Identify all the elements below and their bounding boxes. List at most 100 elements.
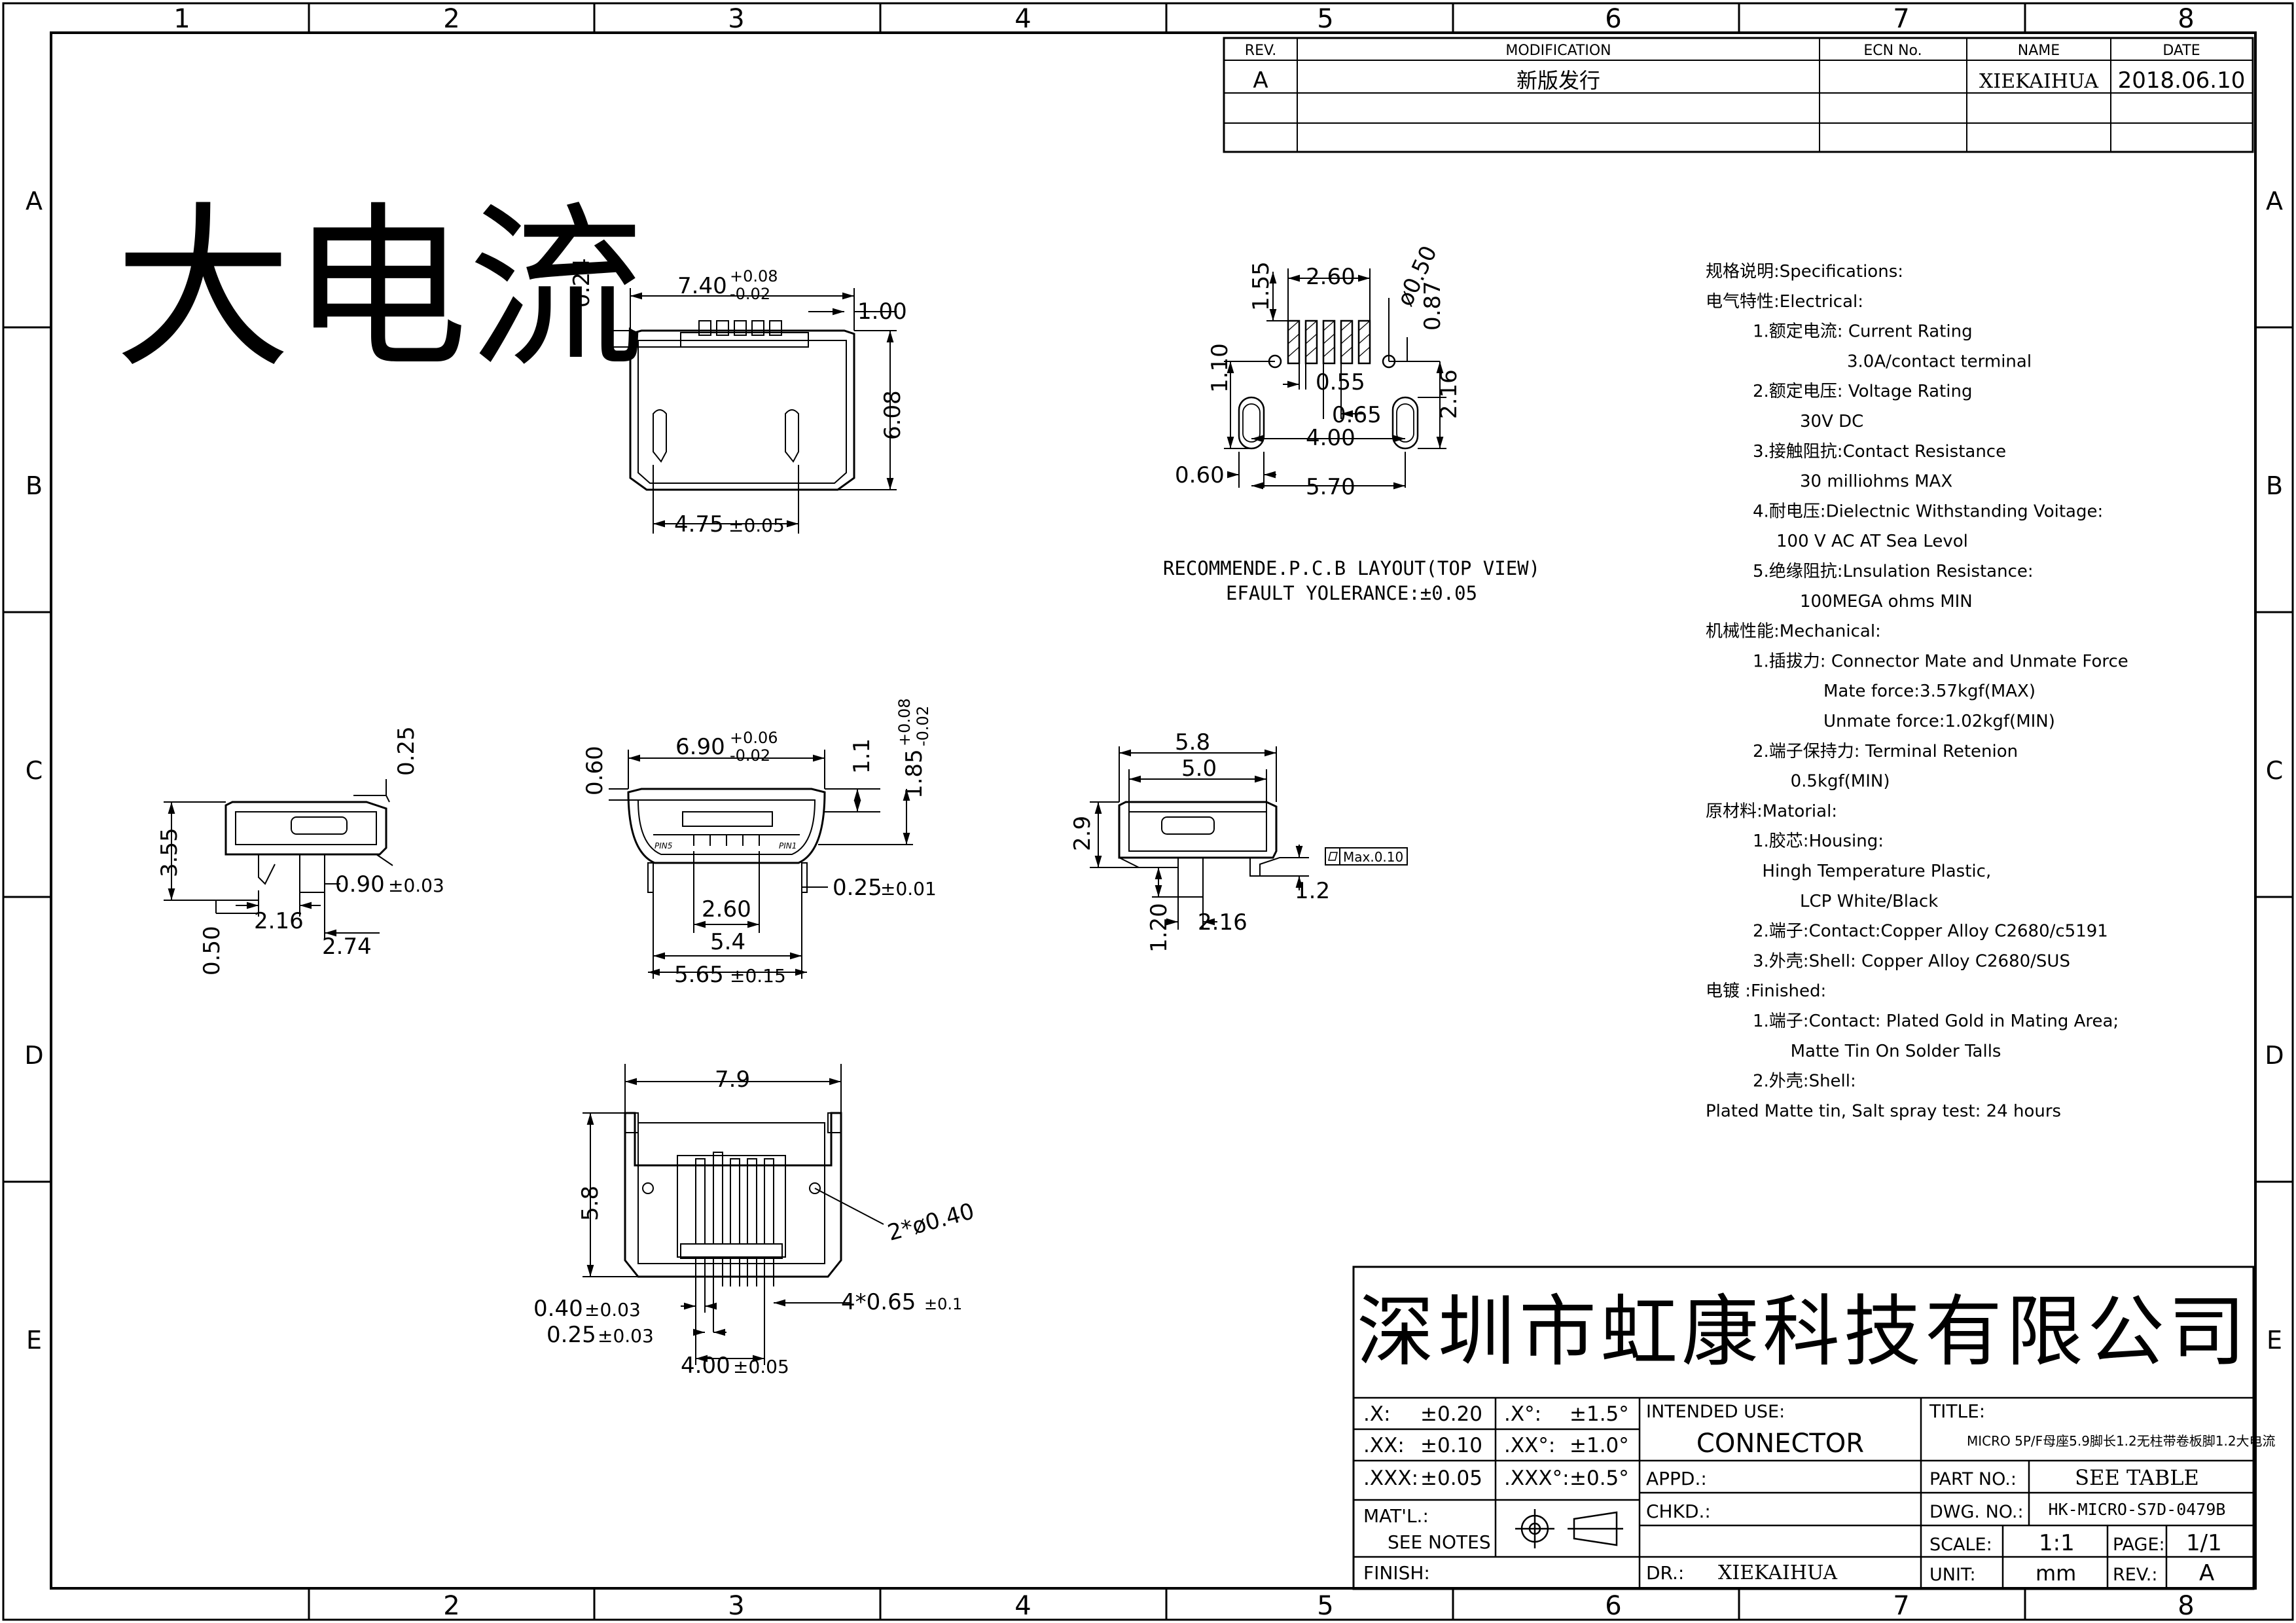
dim-0.25: 0.25	[393, 726, 420, 776]
dim-6.08: 6.08	[880, 390, 906, 440]
spec-line: 4.耐电压:Dielectnic Withstanding Voitage:	[1753, 501, 2103, 521]
spec-line: 电镀 :Finished:	[1706, 981, 1826, 1001]
pcb-caption-line1: RECOMMENDE.P.C.B LAYOUT(TOP VIEW)	[1163, 557, 1540, 579]
dim-4.75: 4.75	[674, 511, 724, 538]
holes-2xdia-0.40: 2*ø0.40	[885, 1198, 977, 1247]
spec-line: 电气特性:Electrical:	[1706, 292, 1863, 312]
date-value: 2018.06.10	[2118, 67, 2246, 94]
spec-line: LCP White/Black	[1800, 892, 1938, 911]
intended-use-label: INTENDED USE:	[1646, 1402, 1785, 1422]
tol-x-angle-key: .X°:	[1504, 1402, 1541, 1426]
tol-xxx-angle-value: ±0.5°	[1570, 1467, 1629, 1490]
dim-2.74: 2.74	[322, 934, 372, 960]
tol-4x0.65: ±0.1	[924, 1295, 962, 1313]
dim-2.16: 2.16	[1436, 369, 1462, 419]
dim-0.60: 0.60	[1175, 462, 1225, 488]
title-label: TITLE:	[1929, 1400, 1985, 1422]
dwg-no-label: DWG. NO.:	[1929, 1502, 2024, 1522]
col-label-4-bottom: 4	[1014, 1591, 1031, 1621]
part-no-label: PART NO.:	[1929, 1469, 2017, 1489]
intended-use-value: CONNECTOR	[1696, 1429, 1864, 1459]
row-label-a-right: A	[2266, 187, 2283, 215]
dim-7.40: 7.40	[677, 273, 727, 299]
dim-2.16: 2.16	[254, 908, 304, 934]
appd-label: APPD.:	[1646, 1468, 1707, 1489]
spec-line: 3.外壳:Shell: Copper Alloy C2680/SUS	[1753, 951, 2070, 971]
dim-4x0.65: 4*0.65	[841, 1289, 916, 1315]
dim-0.50: 0.50	[199, 926, 225, 976]
spec-line: 100 V AC AT Sea Levol	[1776, 532, 1968, 551]
pin1-label: PIN1	[779, 841, 797, 850]
col-label-1: 1	[173, 4, 190, 34]
row-label-d-right: D	[2265, 1041, 2284, 1070]
col-label-5-bottom: 5	[1317, 1591, 1333, 1621]
spec-line: 3.0A/contact terminal	[1847, 352, 2032, 371]
revision-table: REV. MODIFICATION ECN No. NAME DATE A 新版…	[1223, 37, 2254, 153]
spec-line: 2.端子:Contact:Copper Alloy C2680/c5191	[1753, 922, 2108, 941]
dim-1.20: 1.20	[1146, 903, 1172, 953]
dwg-no-value: HK-MICRO-S7D-0479B	[2049, 1500, 2226, 1519]
rev-value-title: A	[2199, 1560, 2214, 1586]
col-label-7: 7	[1893, 4, 1909, 34]
dim-1.00: 1.00	[857, 299, 907, 325]
tol-x-key: .X:	[1363, 1402, 1391, 1426]
tol-xxx-value: ±0.05	[1420, 1467, 1482, 1490]
modification-value: 新版发行	[1516, 68, 1600, 93]
tol-0.90: ±0.03	[388, 875, 444, 896]
row-label-d: D	[24, 1041, 43, 1070]
tol-1.85-plus: +0.08	[895, 698, 914, 746]
tol-4.00: ±0.05	[733, 1356, 789, 1377]
dim-0.25: 0.25	[833, 875, 882, 901]
row-label-e-right: E	[2267, 1326, 2282, 1355]
tol-1.85-minus: -0.02	[914, 706, 932, 746]
row-label-c: C	[26, 756, 43, 785]
row-label-a: A	[26, 187, 43, 215]
dim-2.9: 2.9	[1069, 816, 1096, 851]
front-view: PIN5 PIN1 0.60 6.90 +0.06 -0.02 1.1 1.85	[582, 698, 937, 988]
tol-xxx-key: .XXX:	[1363, 1467, 1418, 1490]
dim-5.65: 5.65	[674, 962, 724, 988]
finish-label: FINISH:	[1363, 1562, 1430, 1584]
spec-line: 0.5kgf(MIN)	[1791, 772, 1890, 792]
tol-xx-value: ±0.10	[1420, 1434, 1482, 1457]
spec-heading: 规格说明:Specifications:	[1706, 262, 1903, 282]
material-value: SEE NOTES	[1388, 1531, 1491, 1553]
col-label-2-bottom: 2	[443, 1591, 459, 1621]
dr-value: XIEKAIHUA	[1718, 1561, 1837, 1584]
dim-4.00: 4.00	[1306, 425, 1355, 451]
pin5-label: PIN5	[655, 841, 672, 850]
dim-0.25: 0.25	[547, 1322, 596, 1348]
col-label-4: 4	[1014, 4, 1031, 34]
dim-2.60: 2.60	[1306, 264, 1355, 290]
company-name: 深圳市虹康科技有限公司	[1357, 1286, 2250, 1377]
dim-5.0: 5.0	[1181, 756, 1217, 782]
spec-line: 2.额定电压: Voltage Rating	[1753, 382, 1972, 401]
pcb-layout-view: 1.55 2.60 ø0.50 0.87 1.10 0.55 0.65 4.00…	[1163, 242, 1540, 604]
tol-7.40-minus: -0.02	[730, 285, 770, 303]
date-header: DATE	[2162, 43, 2200, 59]
specifications-block: 规格说明:Specifications: 电气特性:Electrical:1.额…	[1706, 262, 2128, 1121]
tol-xx-angle-value: ±1.0°	[1570, 1434, 1629, 1457]
pcb-pad-hatching	[1287, 320, 1371, 357]
tol-0.25: ±0.01	[880, 878, 937, 900]
spec-line: 2.端子保持力: Terminal Retenion	[1753, 742, 2018, 761]
unit-label: UNIT:	[1929, 1565, 1976, 1585]
watermark-title: 大电流	[115, 186, 645, 392]
spec-line: 2.外壳:Shell:	[1753, 1072, 1856, 1091]
material-label: MAT'L.:	[1363, 1505, 1429, 1527]
col-label-5: 5	[1317, 4, 1333, 34]
tol-6.90-minus: -0.02	[730, 746, 770, 765]
col-label-3: 3	[728, 4, 744, 34]
col-label-8-bottom: 8	[2178, 1591, 2194, 1621]
page-value: 1/1	[2186, 1530, 2222, 1556]
tol-7.40-plus: +0.08	[730, 267, 778, 285]
row-label-b-right: B	[2266, 471, 2283, 500]
spec-line: 3.接触阻抗:Contact Resistance	[1753, 442, 2006, 462]
tol-0.40: ±0.03	[584, 1299, 641, 1321]
spec-line: 30 milliohms MAX	[1800, 472, 1952, 492]
tol-x-angle-value: ±1.5°	[1570, 1402, 1629, 1426]
ecn-header: ECN No.	[1863, 43, 1922, 59]
spec-line: 1.端子:Contact: Plated Gold in Mating Area…	[1753, 1012, 2119, 1031]
